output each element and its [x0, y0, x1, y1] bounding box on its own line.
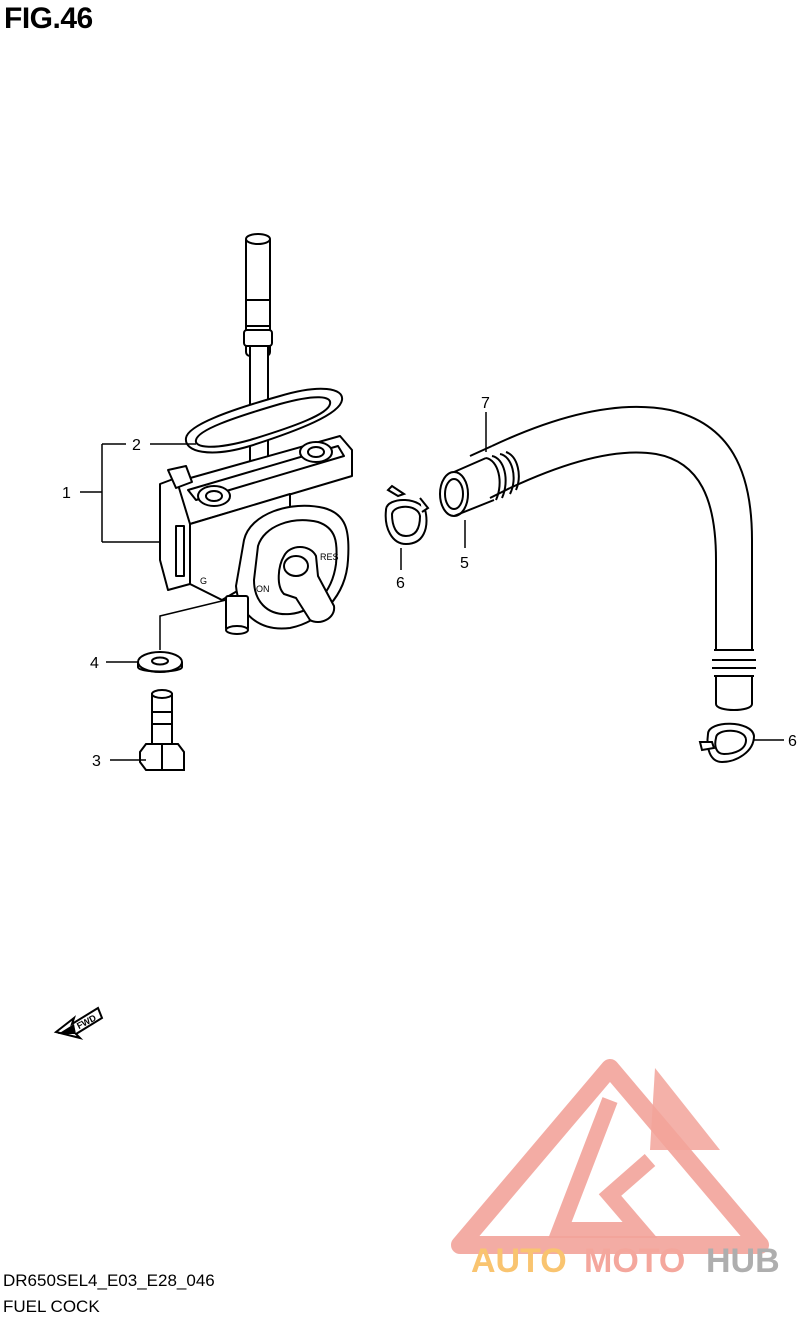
callout-1: 1: [62, 485, 71, 502]
fuel-cock-body: RES ON G: [159, 233, 353, 635]
watermark-logo: [451, 1059, 769, 1254]
washer: [137, 651, 183, 673]
svg-text:ON: ON: [256, 584, 270, 594]
callout-2: 2: [132, 437, 141, 454]
callout-6-upper: 6: [396, 575, 405, 592]
forward-arrow-icon: FWD: [53, 1006, 104, 1040]
diagram-code: DR650SEL4_E03_E28_046: [3, 1271, 215, 1290]
watermark-part-moto: MOTO: [584, 1242, 685, 1280]
callout-4: 4: [90, 655, 99, 672]
callout-3: 3: [92, 753, 101, 770]
fuel-hose: [439, 405, 756, 711]
diagram-caption: FUEL COCK: [3, 1297, 100, 1316]
callout-6-lower: 6: [788, 733, 797, 750]
watermark-part-auto: AUTO: [471, 1242, 567, 1280]
watermark-part-hub: HUB: [706, 1242, 780, 1280]
bolt: [139, 689, 185, 771]
svg-text:RES: RES: [320, 552, 339, 562]
hose-clamp-upper: [384, 484, 430, 546]
callout-7: 7: [481, 395, 490, 412]
watermark-brand: AUTO MOTO HUB: [471, 1242, 780, 1280]
hose-clamp-lower: [698, 722, 756, 764]
figure-title: FIG.46: [4, 2, 93, 35]
callout-5: 5: [460, 555, 469, 572]
svg-text:G: G: [200, 576, 207, 586]
leader-lines: [80, 412, 784, 761]
